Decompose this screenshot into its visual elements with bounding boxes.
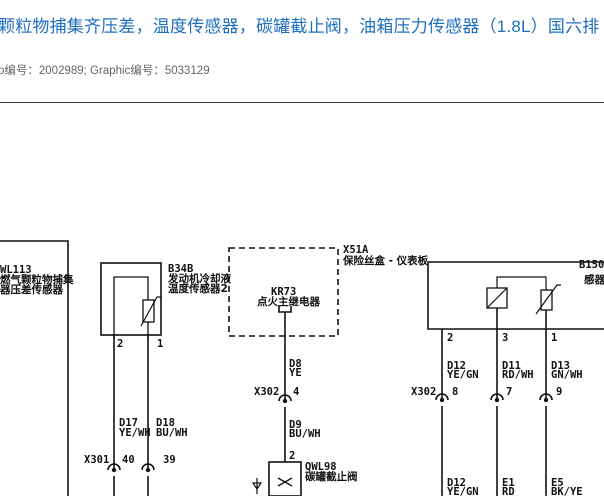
wire-e5-color: BK/YE xyxy=(551,486,583,496)
kr73-name: 点火主继电器 xyxy=(257,295,320,308)
wire-e5-code: E5 xyxy=(551,477,564,489)
wire-d12-code: D12 xyxy=(447,360,466,372)
wire-d11-color: RD/WH xyxy=(502,369,534,381)
qwl98-valve-outline xyxy=(268,461,302,496)
connector-x302b-pin-9: 9 xyxy=(556,386,562,398)
connector-x301-40 xyxy=(107,463,121,471)
pin-b34b-1: 1 xyxy=(157,338,163,350)
wl113-outline xyxy=(0,240,69,496)
qwl98-solenoid xyxy=(277,477,293,487)
dot-x301-40 xyxy=(111,467,117,473)
wire-d12b-color: YE/GN xyxy=(447,486,479,496)
connector-x302-code: X302 xyxy=(254,386,279,398)
b150-name: 感器 xyxy=(584,273,604,286)
wire-d8-color: YE xyxy=(289,367,302,379)
connector-x302-9 xyxy=(539,393,553,401)
wire-d18-code: D18 xyxy=(156,417,175,429)
x51a-name: 保险丝盒 - 仪表板 xyxy=(342,254,429,267)
wire-d18-color: BU/WH xyxy=(156,427,188,439)
b34b-code: B34B xyxy=(168,263,193,275)
kr73-code: KR73 xyxy=(271,286,296,298)
dot-x302-9 xyxy=(543,397,549,403)
b34b-name-line1: 发动机冷却液 xyxy=(167,272,231,285)
connector-x302b-pin-7: 7 xyxy=(506,386,512,398)
header-divider xyxy=(0,102,604,103)
wire-d13-color: GN/WH xyxy=(551,369,583,381)
connector-x302b-code: X302 xyxy=(411,386,436,398)
pin-qwl98-2: 2 xyxy=(289,450,295,462)
qwl98-name: 碳罐截止阀 xyxy=(305,470,358,483)
page-title: 颗粒物捕集齐压差，温度传感器，碳罐截止阀，油箱压力传感器（1.8L）国六排 xyxy=(0,17,600,36)
thermistor-arrow xyxy=(140,296,161,327)
dot-x302-7 xyxy=(494,397,500,403)
wire-d9-color: BU/WH xyxy=(289,428,321,440)
wire-d11-code: D11 xyxy=(502,360,521,372)
connector-x302b-pin-8: 8 xyxy=(452,386,458,398)
b34b-outline xyxy=(100,262,162,336)
x51a-fusebox-outline xyxy=(228,247,339,337)
wire-d12b-code: D12 xyxy=(447,477,466,489)
b150-outline xyxy=(427,261,604,330)
pin-b150-2: 2 xyxy=(447,332,453,344)
wl113-code: WL113 xyxy=(0,264,32,276)
b34b-name-line2: 温度传感器2 xyxy=(168,282,228,295)
connector-x301-pin-39: 39 xyxy=(163,454,176,466)
connector-x302-7 xyxy=(490,393,504,401)
dot-x301-39 xyxy=(145,467,151,473)
wl113-name-line1: 燃气颗粒物捕集 xyxy=(0,273,74,286)
connector-x301-pin-40: 40 xyxy=(122,454,135,466)
wire-d8-code: D8 xyxy=(289,358,302,370)
qwl98-diode xyxy=(251,478,263,494)
pin-b150-1: 1 xyxy=(551,332,557,344)
dot-x302-8 xyxy=(439,397,445,403)
wire-d9-code: D9 xyxy=(289,419,302,431)
wire-d13-code: D13 xyxy=(551,360,570,372)
x51a-code: X51A xyxy=(343,244,369,256)
connector-x302-4 xyxy=(278,394,292,402)
pin-b150-3: 3 xyxy=(502,332,508,344)
qwl98-code: QWL98 xyxy=(305,461,337,473)
wire-d12-color: YE/GN xyxy=(447,369,479,381)
wire-d17-color: YE/WH xyxy=(119,427,151,439)
pin-b34b-2: 2 xyxy=(117,338,123,350)
wire-e1-color: RD xyxy=(502,486,515,496)
wl113-name-line2: 器压差传感器 xyxy=(0,283,63,296)
wire-e1-code: E1 xyxy=(502,477,515,489)
wire-d17-code: D17 xyxy=(119,417,138,429)
connector-x301-39 xyxy=(141,463,155,471)
connector-x301-code: X301 xyxy=(84,454,109,466)
document-id-line: o编号：2002989; Graphic编号：5033129 xyxy=(0,65,210,77)
b34b-inner-circuit xyxy=(113,276,149,338)
connector-x302-8 xyxy=(435,393,449,401)
b150-code: B150 xyxy=(579,259,604,271)
dot-x302-4 xyxy=(282,398,288,404)
connector-x302-pin-4: 4 xyxy=(293,386,299,398)
